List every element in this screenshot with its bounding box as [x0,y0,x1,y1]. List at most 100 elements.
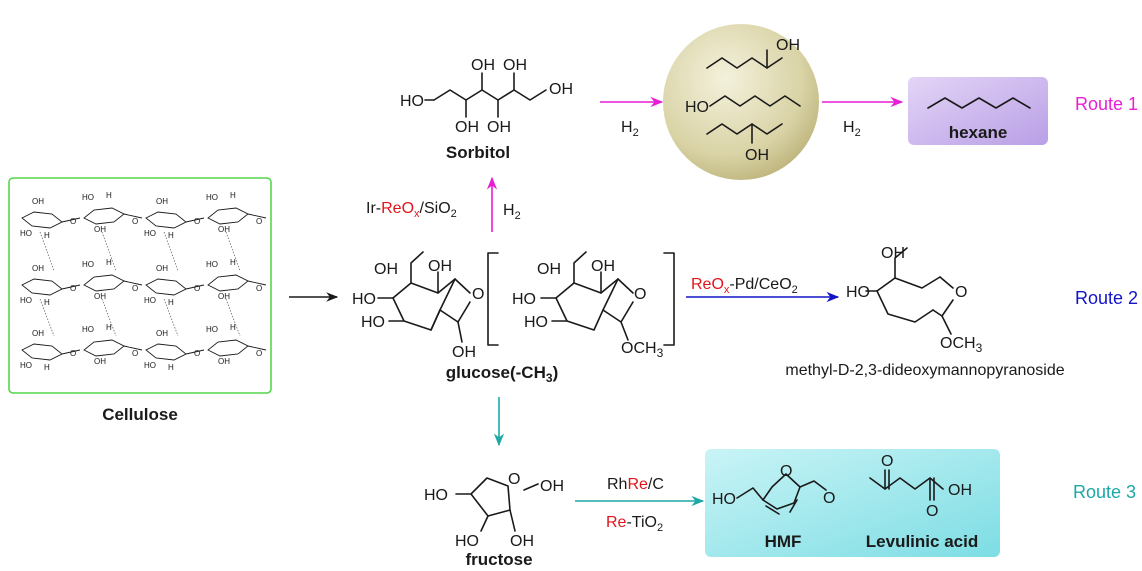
cellulose-atom-label: O [256,284,262,293]
cellulose-unit [21,343,81,361]
cellulose-atom-label: HO [82,260,94,269]
dideoxy-och3: OCH3 [940,335,983,355]
cellulose-atom-label: OH [94,225,106,234]
sorbitol-oh-c6: OH [503,57,527,74]
fructose-label: fructose [465,550,532,566]
cellulose-atom-label: HO [20,229,32,238]
cellulose-atom-label: OH [32,264,44,273]
levulinic-keto-o: O [881,453,893,470]
cellulose-unit [21,211,81,229]
hmf-aldehyde-o: O [823,490,835,507]
route1-h2-c: H2 [843,119,861,139]
sorbitol-oh-c3: OH [455,119,479,136]
cellulose-atom-label: OH [218,357,230,366]
hydrogen-bond [225,231,241,272]
hydrogen-bond [101,298,117,337]
cellulose-atom-label: HO [144,361,156,370]
levulinic-label: Levulinic acid [866,532,978,551]
cellulose-atom-label: O [194,217,200,226]
glucose-label: glucose(-CH3) [446,363,558,385]
hydrogen-bond [163,298,179,337]
cellulose-atom-label: HO [82,325,94,334]
dideoxy-ho: HO [846,284,870,301]
cellulose-label: Cellulose [102,405,178,424]
cellulose-atom-label: O [194,284,200,293]
cellulose-atom-label: OH [218,292,230,301]
glucoside-oh-c4: OH [591,258,615,275]
cellulose-unit [145,278,205,296]
levulinic-oh: OH [948,482,972,499]
hexanols-structures: OH HO OH [685,37,801,164]
glucoside-ring-o: O [634,286,646,303]
hmf-ho: HO [712,491,736,508]
cellulose-unit [21,278,81,296]
sorbitol-label: Sorbitol [446,143,510,162]
glucose-structure: O OH OH HO HO OH [352,251,484,361]
hexane-label: hexane [949,123,1008,142]
cellulose-atom-label: HO [144,229,156,238]
cellulose-atom-label: H [168,298,174,307]
hexanol-mixture-sphere [663,24,819,180]
route3-catalyst-bottom: Re-TiO2 [606,514,663,534]
cellulose-atom-label: OH [32,329,44,338]
cellulose-atom-label: O [70,349,76,358]
cellulose-unit [207,339,267,357]
cellulose-atom-label: HO [206,193,218,202]
cellulose-atom-label: H [230,323,236,332]
glucoside-och3: OCH3 [621,340,664,360]
route1-h2-a: H2 [503,202,521,222]
glucose-ring-o: O [472,286,484,303]
fructose-ho-bottom: HO [455,533,479,550]
cellulose-atom-label: O [256,349,262,358]
methyl-glucoside-structure: O OH OH HO HO OCH3 [487,251,675,360]
hydrogen-bond [39,231,55,272]
route2-label: Route 2 [1075,288,1138,308]
glucose-oh-c1: OH [452,344,476,361]
fructose-oh-bottom: OH [510,533,534,550]
cellulose-unit [145,343,205,361]
dideoxy-structure: O OH HO OCH3 [846,245,983,355]
sorbitol-ho-end: HO [400,93,424,110]
cellulose-atom-label: H [44,231,50,240]
cellulose-atom-label: O [70,284,76,293]
sorbitol-oh-end: OH [549,81,573,98]
hmf-label: HMF [765,532,802,551]
hexane-structure [927,97,1031,109]
sorbitol-structure: HO OH OH OH OH OH [400,57,573,136]
cellulose-unit [83,274,143,292]
cellulose-atom-label: H [106,323,112,332]
glucose-oh-c4: OH [428,258,452,275]
glucose-ho-c3: HO [352,291,376,308]
fructose-ring-o: O [508,471,520,488]
fructose-structure: O HO OH HO OH [424,471,564,550]
hydrogen-bond [163,231,179,272]
hmf-structure: HO O O [712,463,835,515]
fructose-oh-anomeric: OH [540,478,564,495]
cellulose-atom-label: H [230,191,236,200]
cellulose-atom-label: HO [20,296,32,305]
cellulose-unit [83,207,143,225]
cellulose-atom-label: H [44,363,50,372]
cellulose-atom-label: OH [156,197,168,206]
cellulose-atom-label: H [230,258,236,267]
hmf-ring-o: O [780,463,792,480]
glucose-ho-c2: HO [361,314,385,331]
cellulose-atom-label: OH [218,225,230,234]
glucoside-ch2oh-label: OH [537,261,561,278]
fructose-ho-top: HO [424,487,448,504]
cellulose-atom-label: OH [32,197,44,206]
cellulose-atom-label: O [132,217,138,226]
cellulose-atom-label: HO [206,260,218,269]
glucoside-ho-c3: HO [512,291,536,308]
route1-label: Route 1 [1075,94,1138,114]
cellulose-atom-label: OH [94,357,106,366]
cellulose-atom-label: HO [144,296,156,305]
cellulose-unit [83,339,143,357]
products-box [705,449,1000,557]
cellulose-atom-label: H [44,298,50,307]
hydrogen-bond [225,298,241,337]
cellulose-atom-label: OH [94,292,106,301]
